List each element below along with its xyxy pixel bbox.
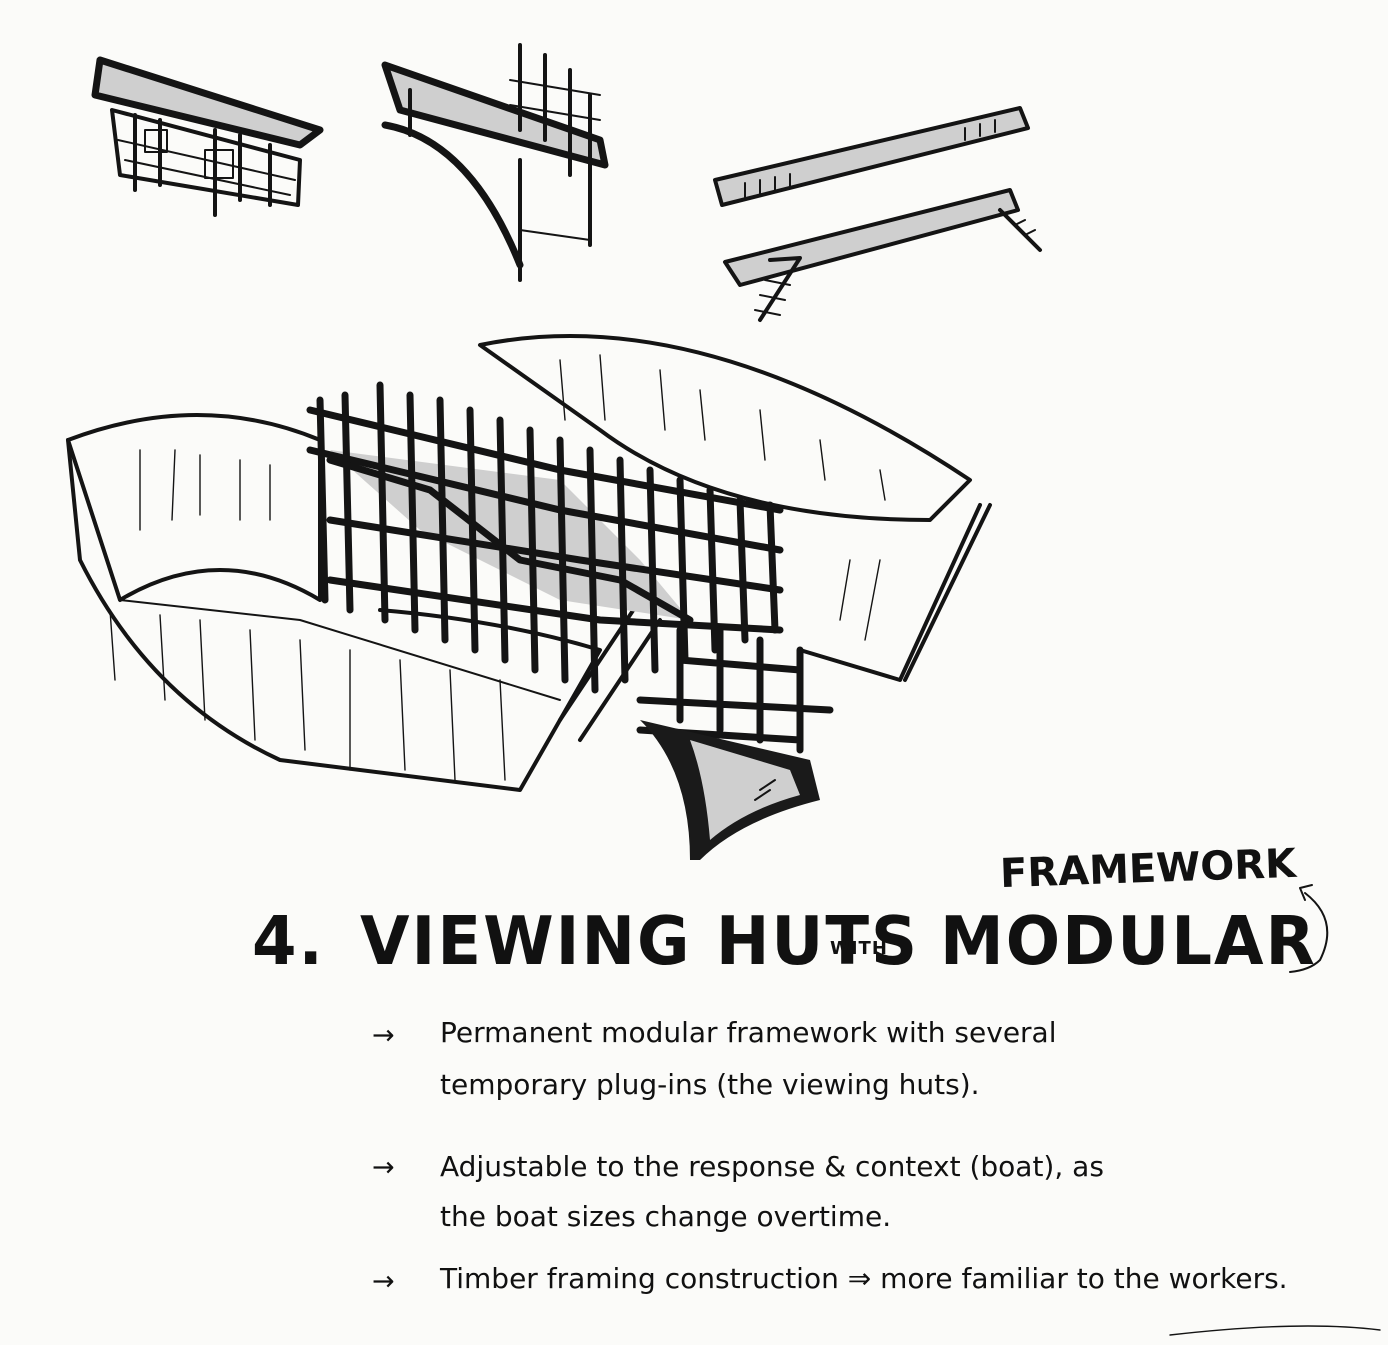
note-1-line-1: Permanent modular framework with several xyxy=(440,1016,1057,1049)
heading-connector: WITH xyxy=(830,938,888,959)
bullet-arrow: → xyxy=(372,1266,395,1297)
heading-number: 4. xyxy=(252,903,325,981)
note-2-line-2: the boat sizes change overtime. xyxy=(440,1200,891,1233)
heading-part-2: MODULAR xyxy=(940,903,1317,981)
note-3-line-1: Timber framing construction ⇒ more famil… xyxy=(440,1262,1288,1295)
joinery-sketch xyxy=(715,108,1040,320)
hut-module-sketch-2 xyxy=(385,45,605,280)
note-1-line-2: temporary plug-ins (the viewing huts). xyxy=(440,1068,980,1101)
page-edge xyxy=(1170,1326,1380,1335)
boat-hull-left xyxy=(68,415,600,790)
projecting-hut-module xyxy=(640,630,830,860)
note-2-line-1: Adjustable to the response & context (bo… xyxy=(440,1150,1104,1183)
bullet-arrow: → xyxy=(372,1152,395,1183)
bullet-arrow: → xyxy=(372,1020,395,1051)
hut-module-sketch-1 xyxy=(95,60,320,215)
